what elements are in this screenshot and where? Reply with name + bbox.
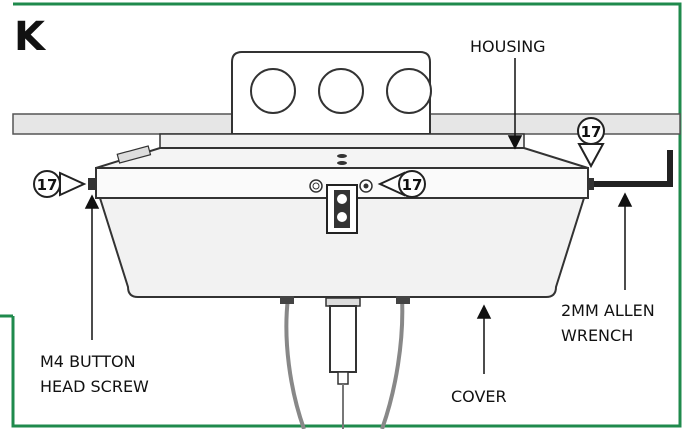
cables (284, 297, 405, 429)
allen-wrench (594, 150, 673, 187)
screw-label-line2: HEAD SCREW (40, 377, 149, 396)
panel-letter: K (14, 14, 47, 60)
housing-hole-1 (337, 154, 347, 158)
housing-label: HOUSING (470, 37, 546, 56)
knockout-2 (318, 68, 364, 114)
leader-lines (84, 58, 633, 374)
cover-label: COVER (451, 387, 507, 406)
center-connector (309, 179, 373, 234)
left-screw-head (88, 178, 96, 190)
svg-text:17: 17 (402, 176, 423, 194)
step-marker-left: 17 (33, 170, 87, 198)
housing-tab (116, 145, 152, 164)
mounting-plate (159, 133, 525, 149)
center-pendant (325, 297, 361, 429)
screw-label-line1: M4 BUTTON (40, 352, 136, 371)
knockout-1 (250, 68, 296, 114)
panel-border (11, 2, 682, 428)
wrench-label-line1: 2MM ALLEN (561, 301, 655, 320)
wrench-label-line2: WRENCH (561, 326, 633, 345)
cover-body (98, 197, 586, 298)
svg-text:17: 17 (37, 176, 58, 194)
step-marker-right: 17 (577, 117, 605, 169)
housing-hole-2 (337, 161, 347, 165)
junction-box (231, 51, 432, 135)
cable-gland-left (280, 296, 294, 304)
cable-gland-right (396, 296, 410, 304)
right-screw-head (588, 178, 594, 190)
knockout-3 (386, 68, 432, 114)
step-marker-center: 17 (377, 170, 426, 198)
svg-text:17: 17 (581, 123, 602, 141)
